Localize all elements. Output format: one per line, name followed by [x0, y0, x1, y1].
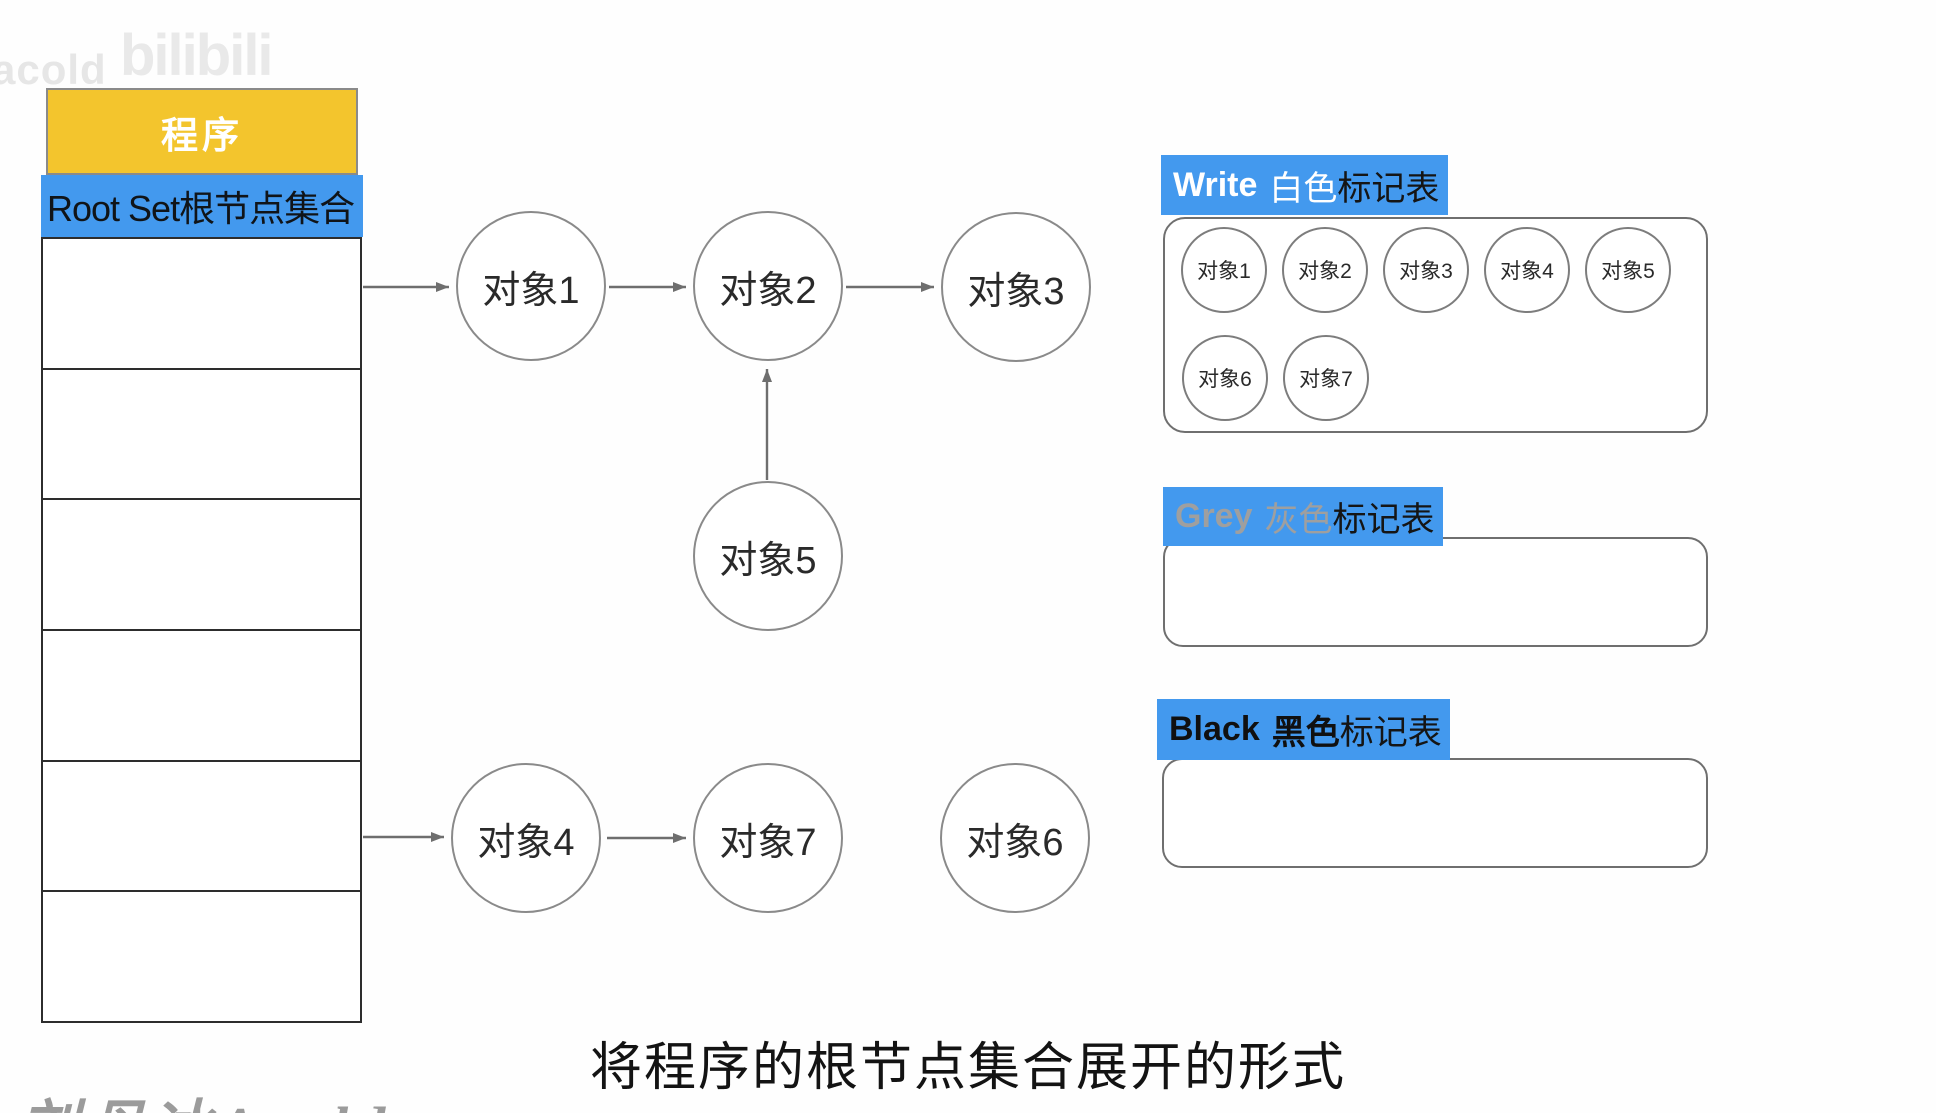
white-label-cn: 白色 — [1269, 169, 1338, 208]
caption-text: 将程序的根节点集合展开的形式 — [590, 1039, 1347, 1097]
program-stack-table — [41, 237, 362, 1023]
white-label-suffix: 标记表 — [1337, 169, 1440, 208]
white-item-obj4: 对象4 — [1484, 227, 1570, 313]
bilibili-logo-watermark: bilibili — [120, 23, 274, 88]
grey-label-en: Grey — [1175, 497, 1253, 535]
node-obj6: 对象6 — [940, 763, 1090, 913]
node-obj3: 对象3 — [941, 212, 1091, 362]
grey-label-suffix: 标记表 — [1332, 501, 1435, 539]
white-item-obj3: 对象3 — [1383, 227, 1469, 313]
white-mark-table-label: Write 白色 标记表 — [1161, 155, 1448, 215]
program-header: 程序 — [46, 88, 358, 175]
node-obj7: 对象7 — [693, 763, 843, 913]
black-label-en: Black — [1169, 710, 1260, 748]
white-item-obj1: 对象1 — [1181, 227, 1267, 313]
grey-mark-table-box — [1163, 537, 1708, 647]
black-mark-table-box — [1162, 758, 1708, 868]
node-obj5: 对象5 — [693, 481, 843, 631]
node-obj4: 对象4 — [451, 763, 601, 913]
stack-row — [43, 500, 360, 632]
brand-watermark: acold — [0, 46, 107, 93]
white-item-obj5: 对象5 — [1585, 227, 1671, 313]
grey-mark-table-label: Grey 灰色 标记表 — [1163, 487, 1443, 546]
stack-row — [43, 762, 360, 893]
black-label-suffix: 标记表 — [1339, 714, 1442, 752]
root-set-label: Root Set根节点集合 — [41, 175, 363, 237]
author-signature-watermark: 刘丹冰Aceld — [20, 1080, 393, 1113]
black-label-cn: 黑色 — [1271, 714, 1340, 752]
grey-label-cn: 灰色 — [1264, 501, 1333, 539]
white-item-obj6: 对象6 — [1182, 335, 1268, 421]
node-obj1: 对象1 — [456, 211, 606, 361]
white-label-en: Write — [1173, 165, 1258, 204]
white-item-obj7: 对象7 — [1283, 335, 1369, 421]
stack-row — [43, 239, 360, 370]
node-obj2: 对象2 — [693, 211, 843, 361]
stack-row — [43, 370, 360, 501]
stack-row — [43, 631, 360, 762]
stack-row — [43, 892, 360, 1021]
black-mark-table-label: Black 黑色 标记表 — [1157, 699, 1450, 760]
white-item-obj2: 对象2 — [1282, 227, 1368, 313]
